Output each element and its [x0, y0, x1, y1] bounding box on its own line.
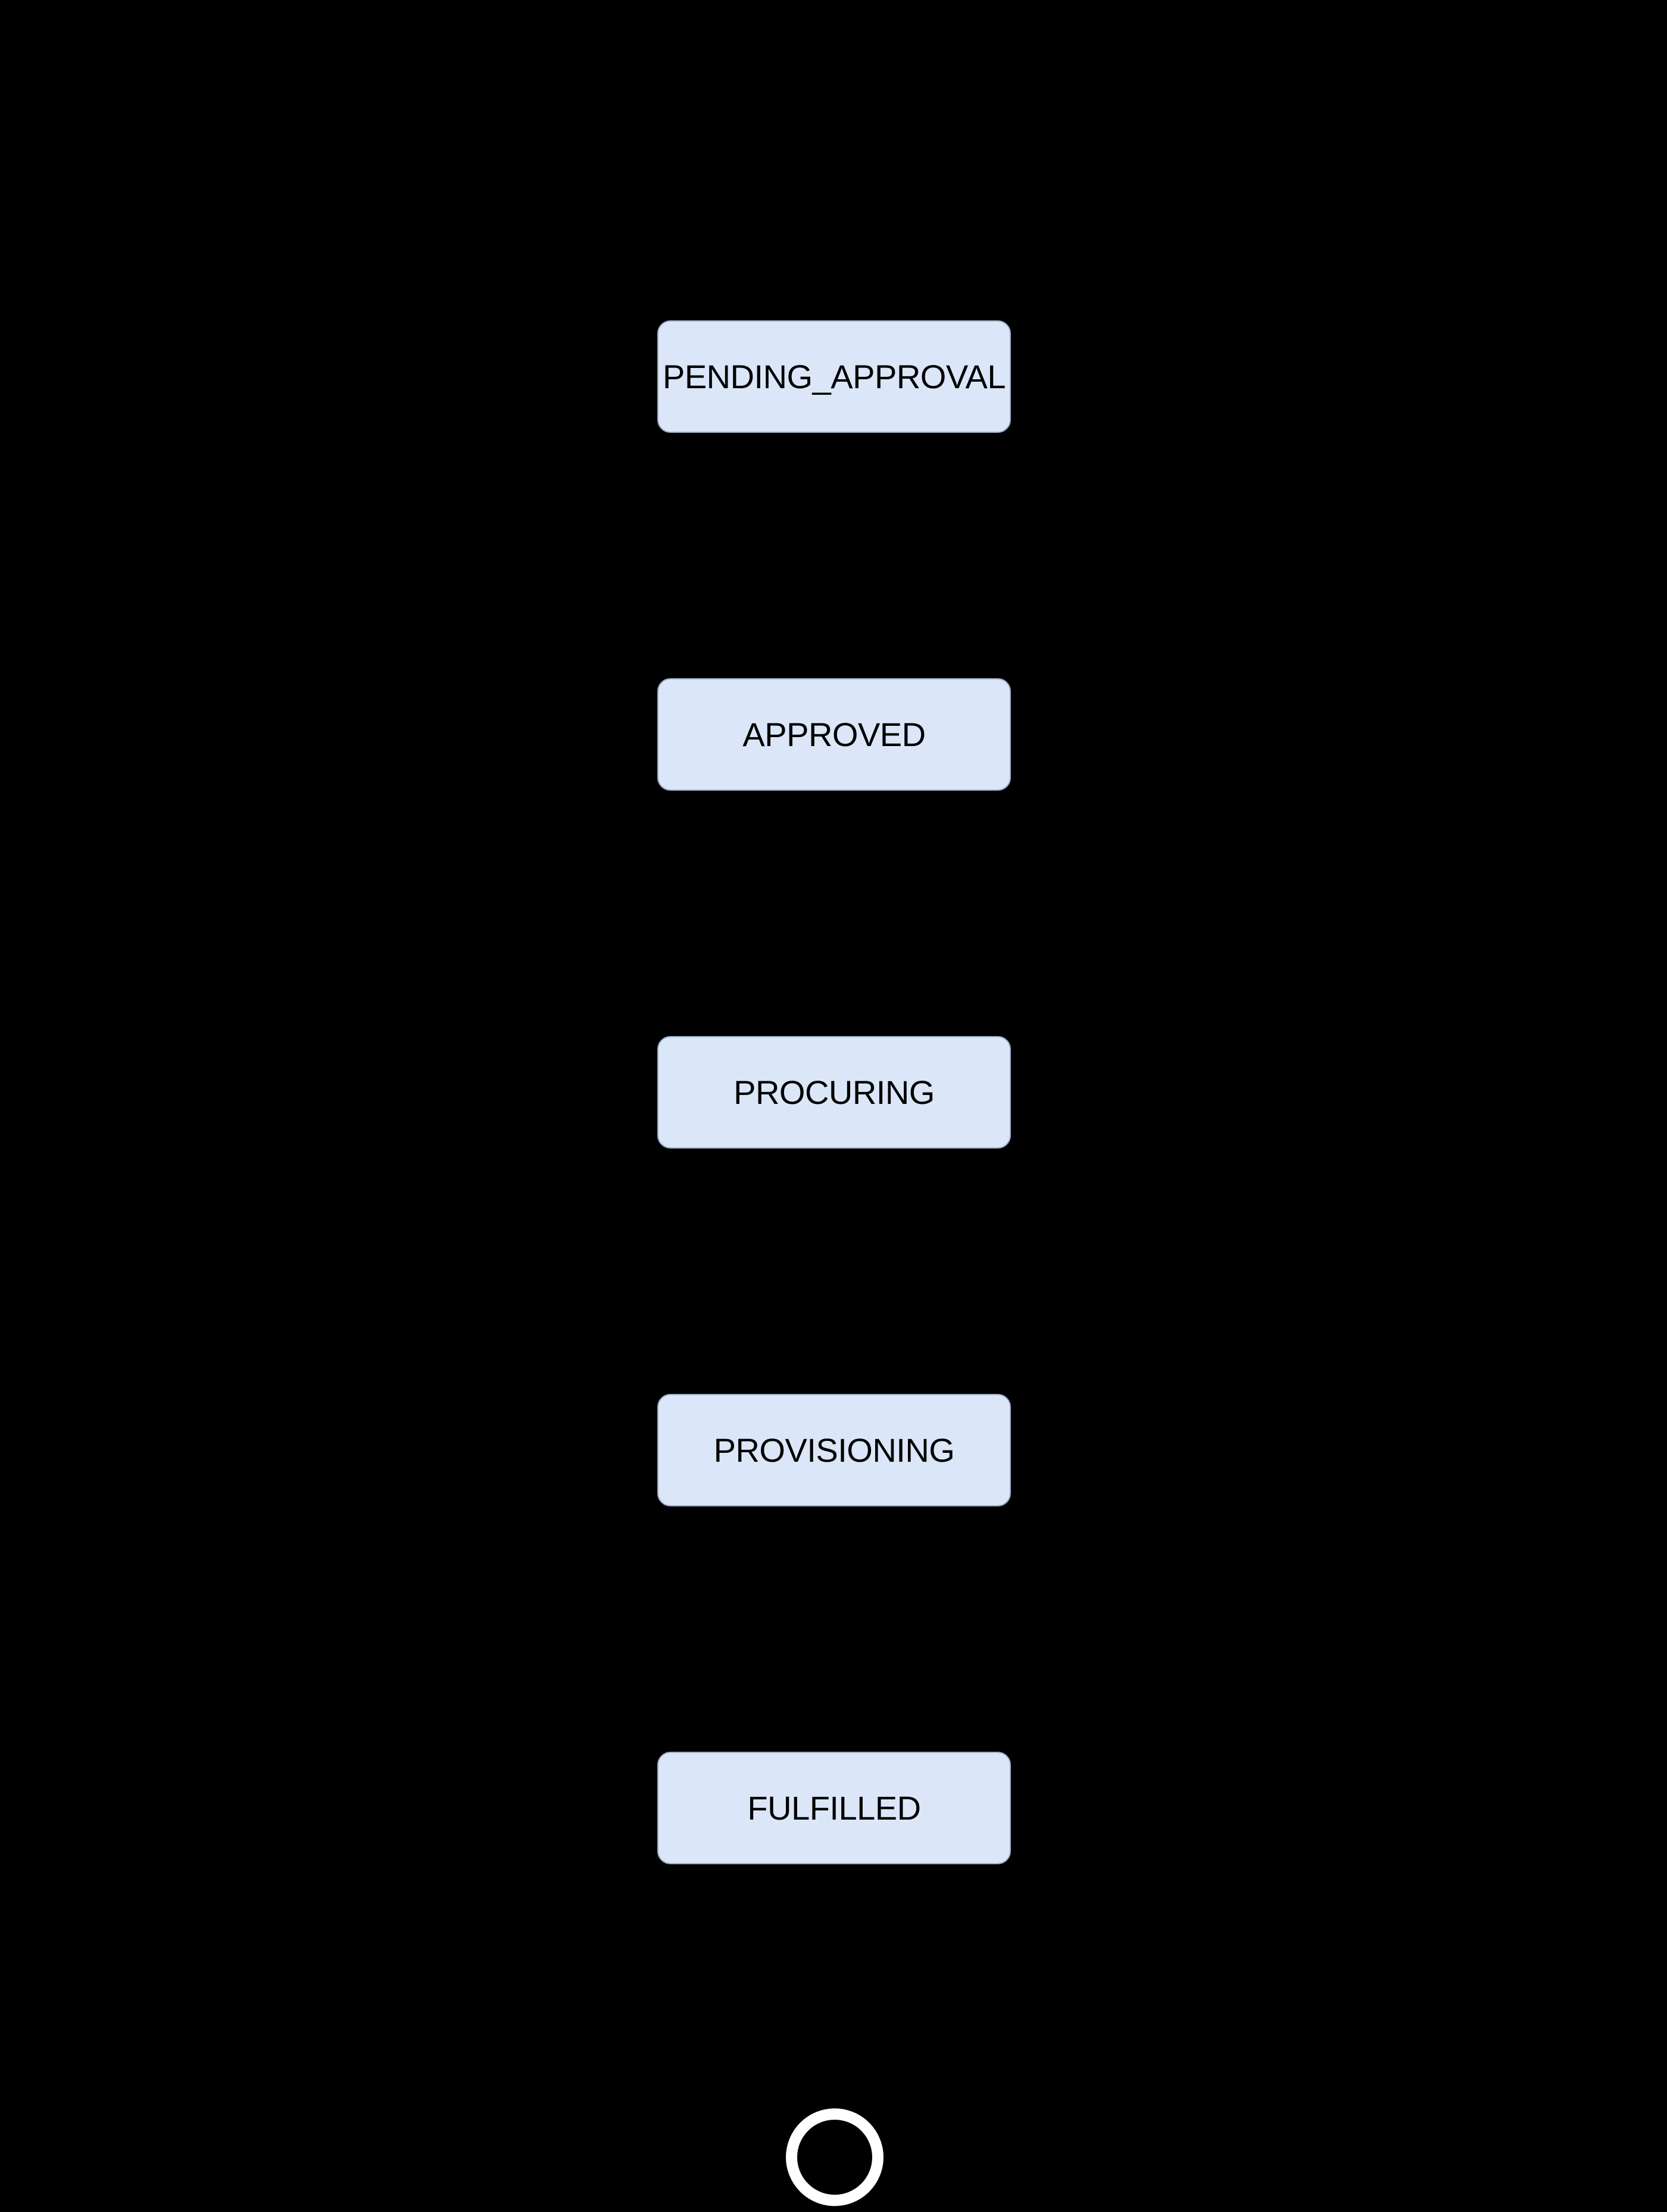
state-label-procuring: PROCURING	[733, 1073, 935, 1111]
state-node-pending-approval: PENDING_APPROVAL	[657, 320, 1011, 433]
state-label-pending-approval: PENDING_APPROVAL	[662, 357, 1006, 395]
state-node-fulfilled: FULFILLED	[657, 1752, 1011, 1864]
final-state-ring-icon	[786, 2108, 884, 2206]
state-label-fulfilled: FULFILLED	[747, 1789, 921, 1827]
state-node-approved: APPROVED	[657, 678, 1011, 791]
state-label-provisioning: PROVISIONING	[713, 1431, 955, 1469]
state-label-approved: APPROVED	[742, 715, 926, 753]
state-node-provisioning: PROVISIONING	[657, 1394, 1011, 1506]
state-node-procuring: PROCURING	[657, 1036, 1011, 1149]
